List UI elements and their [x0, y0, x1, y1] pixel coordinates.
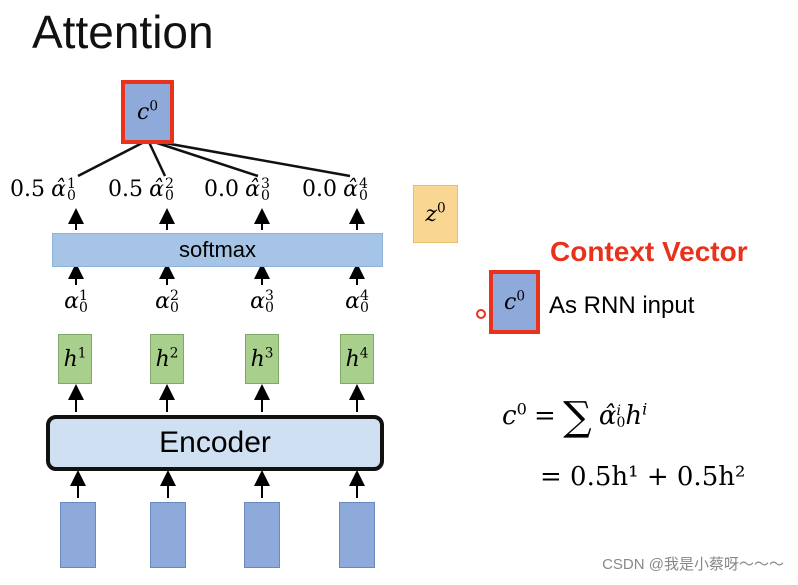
attention-line-1 [77, 138, 149, 178]
page-title: Attention [32, 6, 214, 58]
encoder-block: Encoder [46, 415, 384, 471]
hidden-state-h4: h4 [340, 334, 374, 384]
input-token-1 [60, 502, 96, 568]
attention-line-4 [147, 138, 351, 178]
pointer-dot [476, 309, 486, 319]
hidden-state-h3: h3 [245, 334, 279, 384]
equation-line-2: = 0.5h¹ + 0.5h² [540, 462, 746, 492]
context-vector-top: c0 [121, 80, 174, 144]
input-token-3 [244, 502, 280, 568]
attention-line-3 [147, 138, 259, 178]
context-vector-c0: c0 [489, 270, 540, 334]
input-token-4 [339, 502, 375, 568]
softmax-layer: softmax [52, 233, 383, 267]
decoder-state-z0: z0 [413, 185, 458, 243]
attention-line-2 [146, 139, 167, 177]
input-token-2 [150, 502, 186, 568]
rnn-input-label: As RNN input [549, 292, 695, 319]
hidden-state-h1: h1 [58, 334, 92, 384]
hidden-state-h2: h2 [150, 334, 184, 384]
context-vector-title: Context Vector [550, 236, 748, 267]
watermark: CSDN @我是小蔡呀～～～ [602, 556, 784, 573]
